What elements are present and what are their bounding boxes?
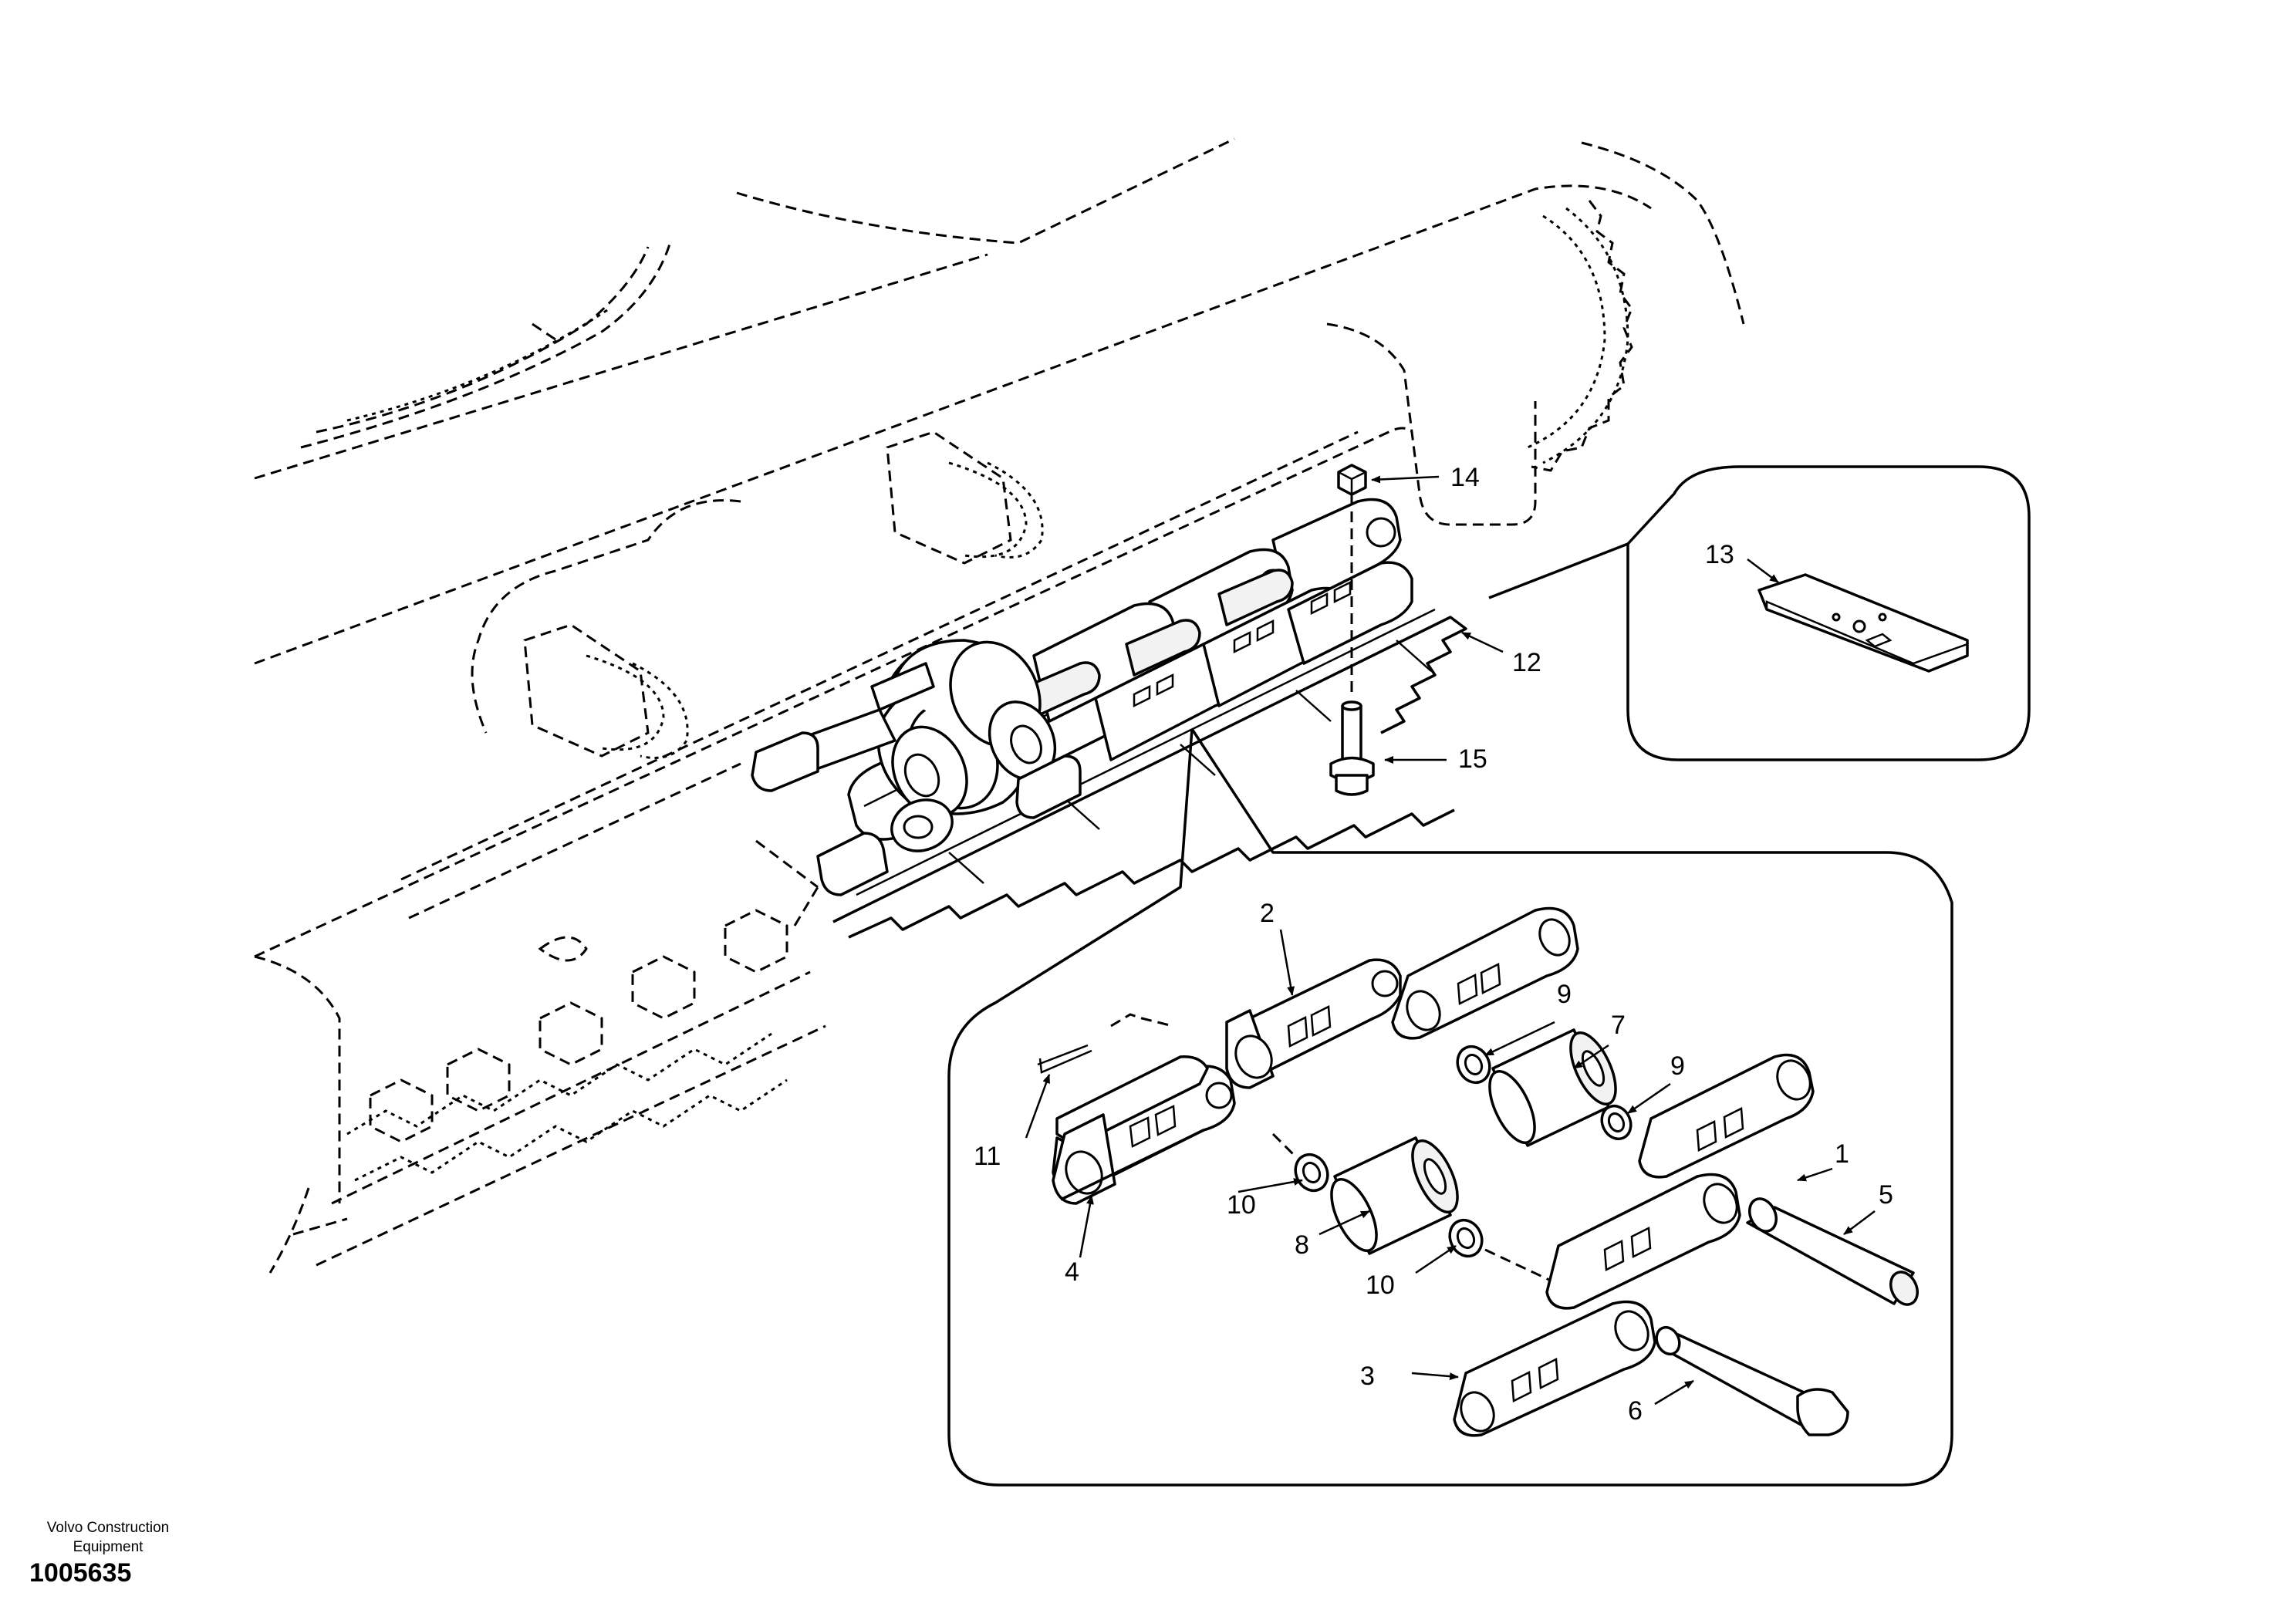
bolt-and-nut <box>1329 464 1375 796</box>
machine-outline <box>254 137 1745 1274</box>
illustration-number: 1005635 <box>29 1558 132 1588</box>
callout-1: 1 <box>1835 1139 1849 1169</box>
callout-15: 15 <box>1458 744 1487 774</box>
callout-8: 8 <box>1295 1230 1309 1260</box>
leader-arrows <box>1025 475 1876 1406</box>
callout-13: 13 <box>1705 540 1734 569</box>
callout-4: 4 <box>1065 1257 1079 1287</box>
callout-14: 14 <box>1450 463 1480 492</box>
track-roller-front <box>870 639 1082 819</box>
callout-numbers: 14 13 12 15 2 9 7 9 1 11 5 10 8 4 10 3 6 <box>974 463 1893 1426</box>
callout-10b: 10 <box>1366 1271 1395 1300</box>
company-name-line2: Equipment <box>73 1539 144 1555</box>
callout-3: 3 <box>1360 1362 1375 1391</box>
company-name: Volvo Construction Equipment <box>31 1518 185 1557</box>
track-assembly <box>751 498 1467 939</box>
callout-7: 7 <box>1611 1011 1626 1040</box>
callout-2: 2 <box>1260 899 1275 928</box>
detail-bubble-shoe-plate <box>1488 465 2031 761</box>
callout-6: 6 <box>1628 1396 1643 1426</box>
callout-11: 11 <box>974 1142 1001 1171</box>
company-name-line1: Volvo Construction <box>46 1520 170 1536</box>
detail-bubble-track-link <box>947 728 1953 1487</box>
callout-9a: 9 <box>1557 980 1572 1009</box>
callout-12: 12 <box>1512 648 1541 677</box>
callout-5: 5 <box>1879 1180 1893 1210</box>
callout-9b: 9 <box>1670 1051 1685 1081</box>
callout-10a: 10 <box>1227 1190 1256 1220</box>
